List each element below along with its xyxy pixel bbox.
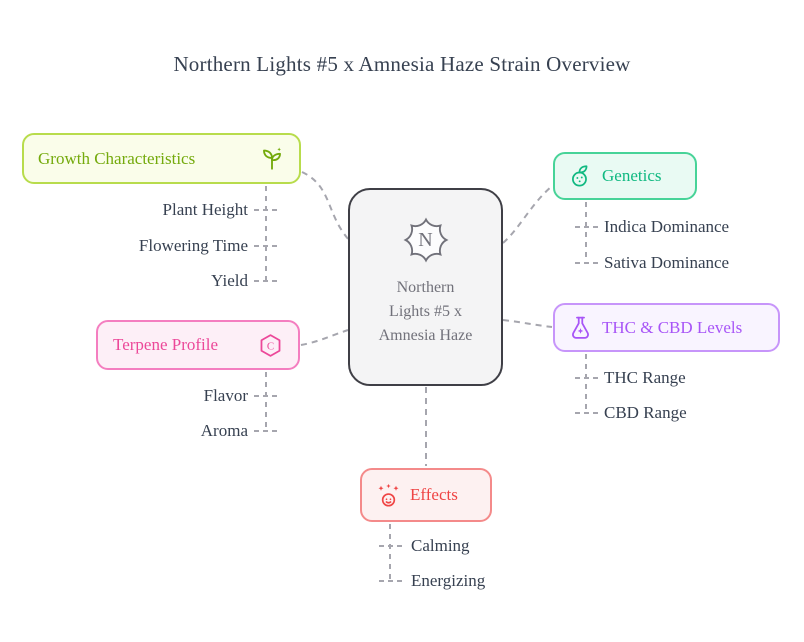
connector-center-to-genetics — [502, 185, 553, 244]
badge-letter: N — [418, 228, 433, 251]
connector-terpene-leaves — [254, 372, 277, 432]
effects-label: Effects — [410, 485, 458, 504]
genetics-label: Genetics — [602, 166, 662, 185]
berry-leaf-icon — [568, 164, 593, 189]
leaf-sativa-dominance: Sativa Dominance — [604, 253, 730, 272]
connector-genetics-leaves — [575, 202, 598, 264]
node-growth-characteristics: Growth Characteristics — [22, 133, 301, 184]
leaf-yield: Yield — [211, 271, 248, 290]
sprout-icon — [259, 146, 285, 172]
terpene-label: Terpene Profile — [113, 335, 219, 354]
leaf-plant-height: Plant Height — [162, 200, 248, 219]
leaf-flowering-time: Flowering Time — [138, 236, 248, 255]
leaf-flavor: Flavor — [203, 386, 248, 405]
connector-center-to-growth — [301, 171, 350, 241]
hexagon-c-icon: C — [258, 333, 283, 358]
leaf-thc-range: THC Range — [604, 368, 686, 387]
connector-center-to-terpene — [300, 329, 349, 346]
node-genetics: Genetics — [553, 152, 697, 200]
node-terpene-profile: Terpene Profile C — [96, 320, 300, 370]
leaf-indica-dominance: Indica Dominance — [604, 217, 730, 236]
sparkle-face-icon — [376, 483, 401, 508]
connector-center-to-thc — [502, 319, 553, 328]
node-thc-cbd-levels: THC & CBD Levels — [553, 303, 780, 352]
leaf-calming: Calming — [411, 536, 470, 555]
leaf-energizing: Energizing — [411, 571, 486, 590]
thc-label: THC & CBD Levels — [602, 317, 743, 337]
page-title: Northern Lights #5 x Amnesia Haze Strain… — [173, 52, 631, 76]
leaf-aroma: Aroma — [200, 421, 248, 440]
connector-growth-leaves — [254, 186, 277, 282]
leaf-cbd-range: CBD Range — [604, 403, 687, 422]
growth-label: Growth Characteristics — [38, 148, 196, 168]
center-node: N Northern Lights #5 x Amnesia Haze — [348, 188, 503, 386]
svg-text:C: C — [267, 340, 274, 352]
connector-thc-leaves — [575, 354, 598, 414]
center-node-label: Northern Lights #5 x Amnesia Haze — [378, 279, 473, 344]
connector-effects-leaves — [379, 524, 402, 582]
seal-badge-icon: N — [400, 214, 452, 266]
flask-icon — [568, 315, 593, 340]
node-effects: Effects — [360, 468, 492, 522]
